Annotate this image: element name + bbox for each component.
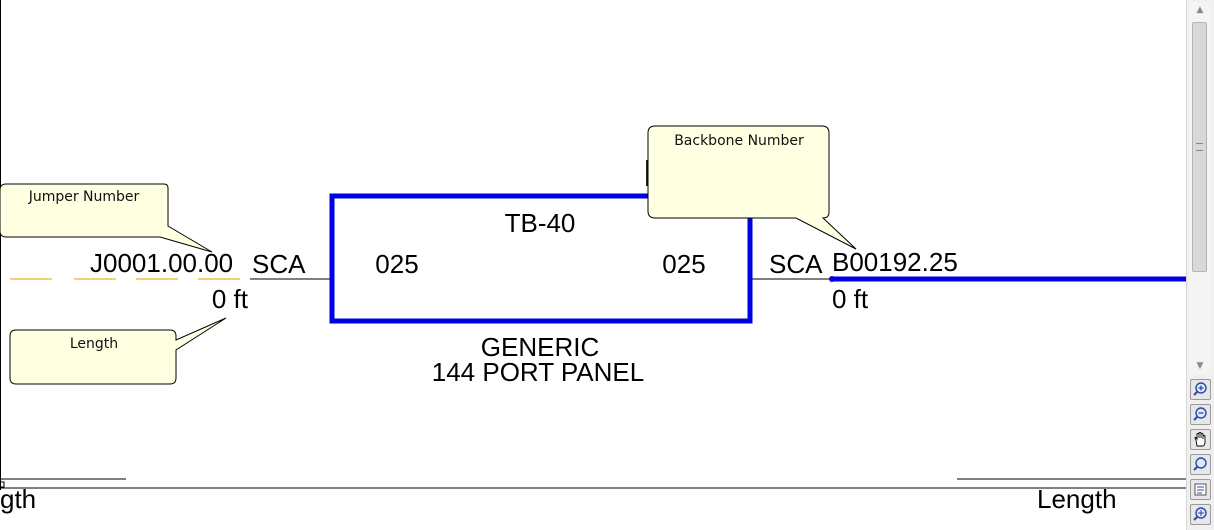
zoom-in-icon	[1193, 382, 1207, 396]
panel-caption-line1: GENERIC	[481, 332, 599, 362]
backbone-endpoint	[829, 276, 835, 282]
vertical-scrollbar[interactable]: ▲ ▼	[1189, 2, 1211, 374]
jumper-number[interactable]: J0001.00.00	[90, 248, 233, 278]
backbone-callout-text: Backbone Number	[674, 133, 804, 149]
backbone-number-callout[interactable]: Backbone Number	[647, 125, 857, 250]
zoom-window-button[interactable]	[1190, 454, 1211, 475]
fit-extents-button[interactable]	[1190, 479, 1211, 500]
panel-caption-line2: 144 PORT PANEL	[432, 357, 644, 387]
thumb-grip-icon	[1196, 143, 1203, 151]
jumper-callout-text: Jumper Number	[28, 189, 140, 205]
backbone-number[interactable]: B00192.25	[832, 247, 958, 277]
pan-button[interactable]	[1190, 429, 1211, 450]
zoom-out-icon	[1193, 407, 1207, 421]
panel-left-port: 025	[375, 249, 418, 279]
scroll-down-icon[interactable]: ▼	[1196, 361, 1204, 371]
bottom-left-length-label: gth	[0, 484, 36, 514]
cable-diagram: TB-40 025 025 GENERIC 144 PORT PANEL J00…	[0, 0, 1186, 514]
length-callout-text: Length	[70, 336, 118, 352]
corner-grip	[0, 481, 5, 488]
bottom-right-length-label: Length	[1037, 484, 1117, 514]
jumper-number-callout[interactable]: Jumper Number	[0, 183, 213, 253]
right-connector-type: SCA	[769, 249, 823, 279]
panel-title: TB-40	[505, 208, 576, 238]
zoom-window-icon	[1193, 457, 1207, 471]
panel-box[interactable]	[329, 193, 753, 324]
zoom-realtime-icon	[1193, 507, 1207, 521]
length-callout[interactable]: Length	[9, 317, 227, 385]
view-toolbar: ▲ ▼	[1186, 0, 1214, 530]
scroll-up-icon[interactable]: ▲	[1196, 5, 1204, 15]
jumper-length[interactable]: 0 ft	[212, 284, 249, 314]
backbone-length[interactable]: 0 ft	[832, 284, 869, 314]
scrollbar-thumb[interactable]	[1192, 22, 1207, 272]
left-connector-type: SCA	[252, 249, 306, 279]
zoom-in-button[interactable]	[1190, 379, 1211, 400]
zoom-out-button[interactable]	[1190, 404, 1211, 425]
fit-extents-icon	[1194, 483, 1207, 496]
diagram-canvas[interactable]: TB-40 025 025 GENERIC 144 PORT PANEL J00…	[0, 0, 1186, 530]
pan-hand-icon	[1194, 432, 1206, 447]
panel-right-port: 025	[662, 249, 705, 279]
zoom-realtime-button[interactable]	[1190, 504, 1211, 525]
